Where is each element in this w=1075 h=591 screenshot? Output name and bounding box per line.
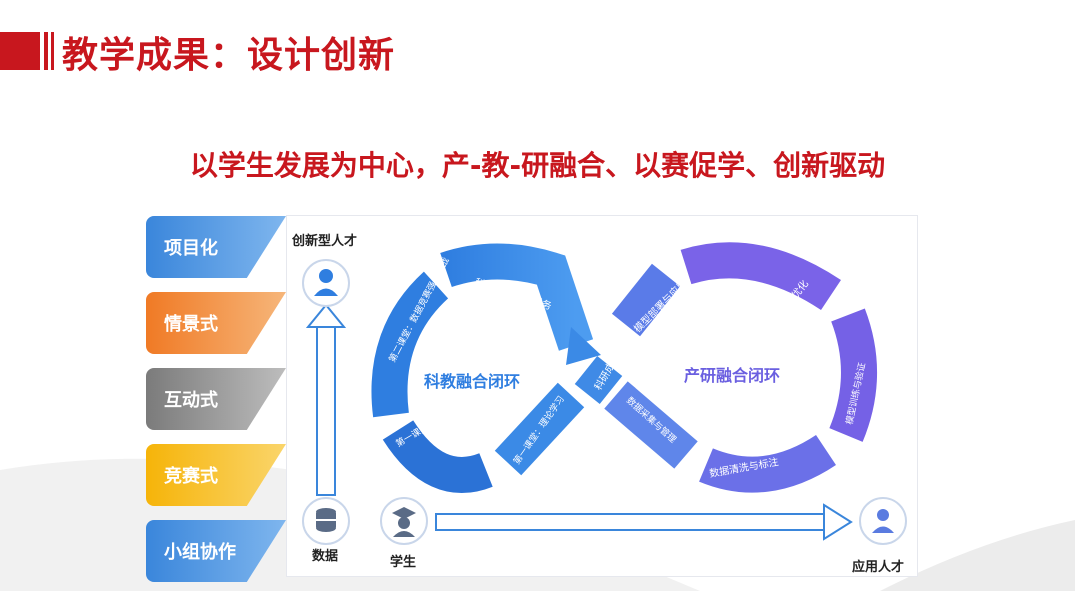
student-icon bbox=[380, 497, 428, 545]
applied-talent-label: 应用人才 bbox=[852, 559, 904, 575]
left-loop-title: 科教融合闭环 bbox=[424, 372, 520, 391]
infinity-loop-diagram: 创新型人才 数据 学生 应用人才 科教融合闭环 产研融合闭环 科研课题真实任务 … bbox=[291, 233, 907, 575]
title-accent-bar bbox=[0, 32, 60, 70]
slide-subtitle: 以学生发展为中心，产-教-研融合、以赛促学、创新驱动 bbox=[189, 149, 886, 182]
applied-talent-icon bbox=[859, 497, 907, 545]
top-left-label: 创新型人才 bbox=[291, 233, 357, 249]
tab-label: 互动式 bbox=[164, 390, 218, 411]
right-arrow bbox=[435, 503, 853, 541]
student-label: 学生 bbox=[390, 554, 416, 570]
user-icon bbox=[302, 259, 350, 307]
tab-label: 情景式 bbox=[164, 314, 218, 335]
tab-label: 小组协作 bbox=[164, 542, 236, 563]
right-loop bbox=[574, 242, 877, 493]
page-title: 教学成果：设计创新 bbox=[62, 35, 396, 76]
left-loop bbox=[371, 243, 601, 493]
data-label: 数据 bbox=[312, 548, 338, 564]
database-icon bbox=[302, 497, 350, 545]
tab-label: 竞赛式 bbox=[164, 466, 218, 487]
right-loop-title: 产研融合闭环 bbox=[684, 366, 780, 385]
tab-label: 项目化 bbox=[164, 238, 218, 259]
up-arrow bbox=[305, 303, 347, 496]
